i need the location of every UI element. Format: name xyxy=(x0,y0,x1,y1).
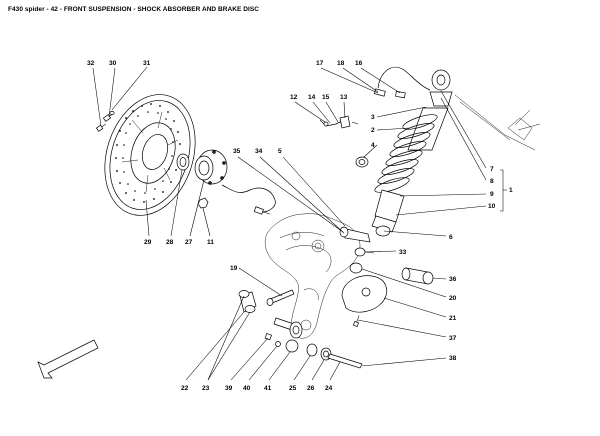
upright-knuckle xyxy=(264,213,361,339)
callout-2: 2 xyxy=(371,127,375,134)
callout-15: 15 xyxy=(322,94,330,101)
callout-29: 29 xyxy=(144,239,152,246)
front-direction-arrow xyxy=(37,339,99,379)
callout-41: 41 xyxy=(264,385,272,392)
callout-37: 37 xyxy=(449,335,457,342)
callout-17: 17 xyxy=(316,60,324,67)
ball-joint xyxy=(285,339,299,353)
hub-nut xyxy=(197,197,209,209)
callout-38: 38 xyxy=(449,355,457,362)
pin-19 xyxy=(266,289,295,306)
callout-18: 18 xyxy=(337,60,345,67)
shock-sensor-cable xyxy=(377,66,431,91)
callout-20: 20 xyxy=(449,295,457,302)
callout-28: 28 xyxy=(166,239,174,246)
shock-absorber xyxy=(371,69,453,237)
callout-10: 10 xyxy=(488,203,496,210)
callout-31: 31 xyxy=(143,60,151,67)
callout-22: 22 xyxy=(181,385,189,392)
washer-20 xyxy=(349,262,363,274)
callout-9: 9 xyxy=(490,191,494,198)
brake-disc xyxy=(104,94,196,216)
spacer-ring xyxy=(176,153,190,171)
callout-3: 3 xyxy=(371,114,375,121)
callout-34: 34 xyxy=(255,148,263,155)
wheel-hub xyxy=(194,149,228,185)
callout-7: 7 xyxy=(490,166,494,173)
cylinder-bushing xyxy=(401,267,434,285)
callout-8: 8 xyxy=(490,178,494,185)
upper-link-sketch xyxy=(454,94,541,151)
leader-lines xyxy=(92,66,507,381)
callout-23: 23 xyxy=(202,385,210,392)
callout-32: 32 xyxy=(87,60,95,67)
callout-24: 24 xyxy=(325,385,333,392)
sensor-bracket xyxy=(319,115,359,129)
disc-screws xyxy=(95,111,115,132)
callout-25: 25 xyxy=(289,385,297,392)
callout-35: 35 xyxy=(233,148,241,155)
bump-stop xyxy=(355,156,369,168)
callout-13: 13 xyxy=(340,94,348,101)
callout-14: 14 xyxy=(308,94,316,101)
callout-5: 5 xyxy=(278,148,282,155)
callout-labels: 32 30 31 29 28 27 11 35 34 5 17 18 16 12… xyxy=(87,60,513,392)
callout-16: 16 xyxy=(355,60,363,67)
long-bolt xyxy=(327,353,363,369)
callout-40: 40 xyxy=(243,385,251,392)
abs-sensor-cable xyxy=(221,184,276,213)
protection-plate xyxy=(341,275,387,313)
callout-4: 4 xyxy=(371,142,375,149)
nut-25 xyxy=(306,343,318,357)
callout-11: 11 xyxy=(207,239,214,246)
page-title: F430 spider - 42 - FRONT SUSPENSION - SH… xyxy=(8,6,259,13)
callout-30: 30 xyxy=(109,60,117,67)
bushing-22 xyxy=(238,290,257,313)
callout-33: 33 xyxy=(399,249,407,256)
callout-19: 19 xyxy=(230,265,238,272)
callout-26: 26 xyxy=(307,385,315,392)
callout-12: 12 xyxy=(290,94,298,101)
callout-6: 6 xyxy=(449,234,453,241)
callout-21: 21 xyxy=(449,315,457,322)
callout-1: 1 xyxy=(509,187,513,194)
callout-39: 39 xyxy=(225,385,233,392)
callout-27: 27 xyxy=(185,239,193,246)
bolt-washer xyxy=(264,317,303,347)
callout-36: 36 xyxy=(449,276,457,283)
